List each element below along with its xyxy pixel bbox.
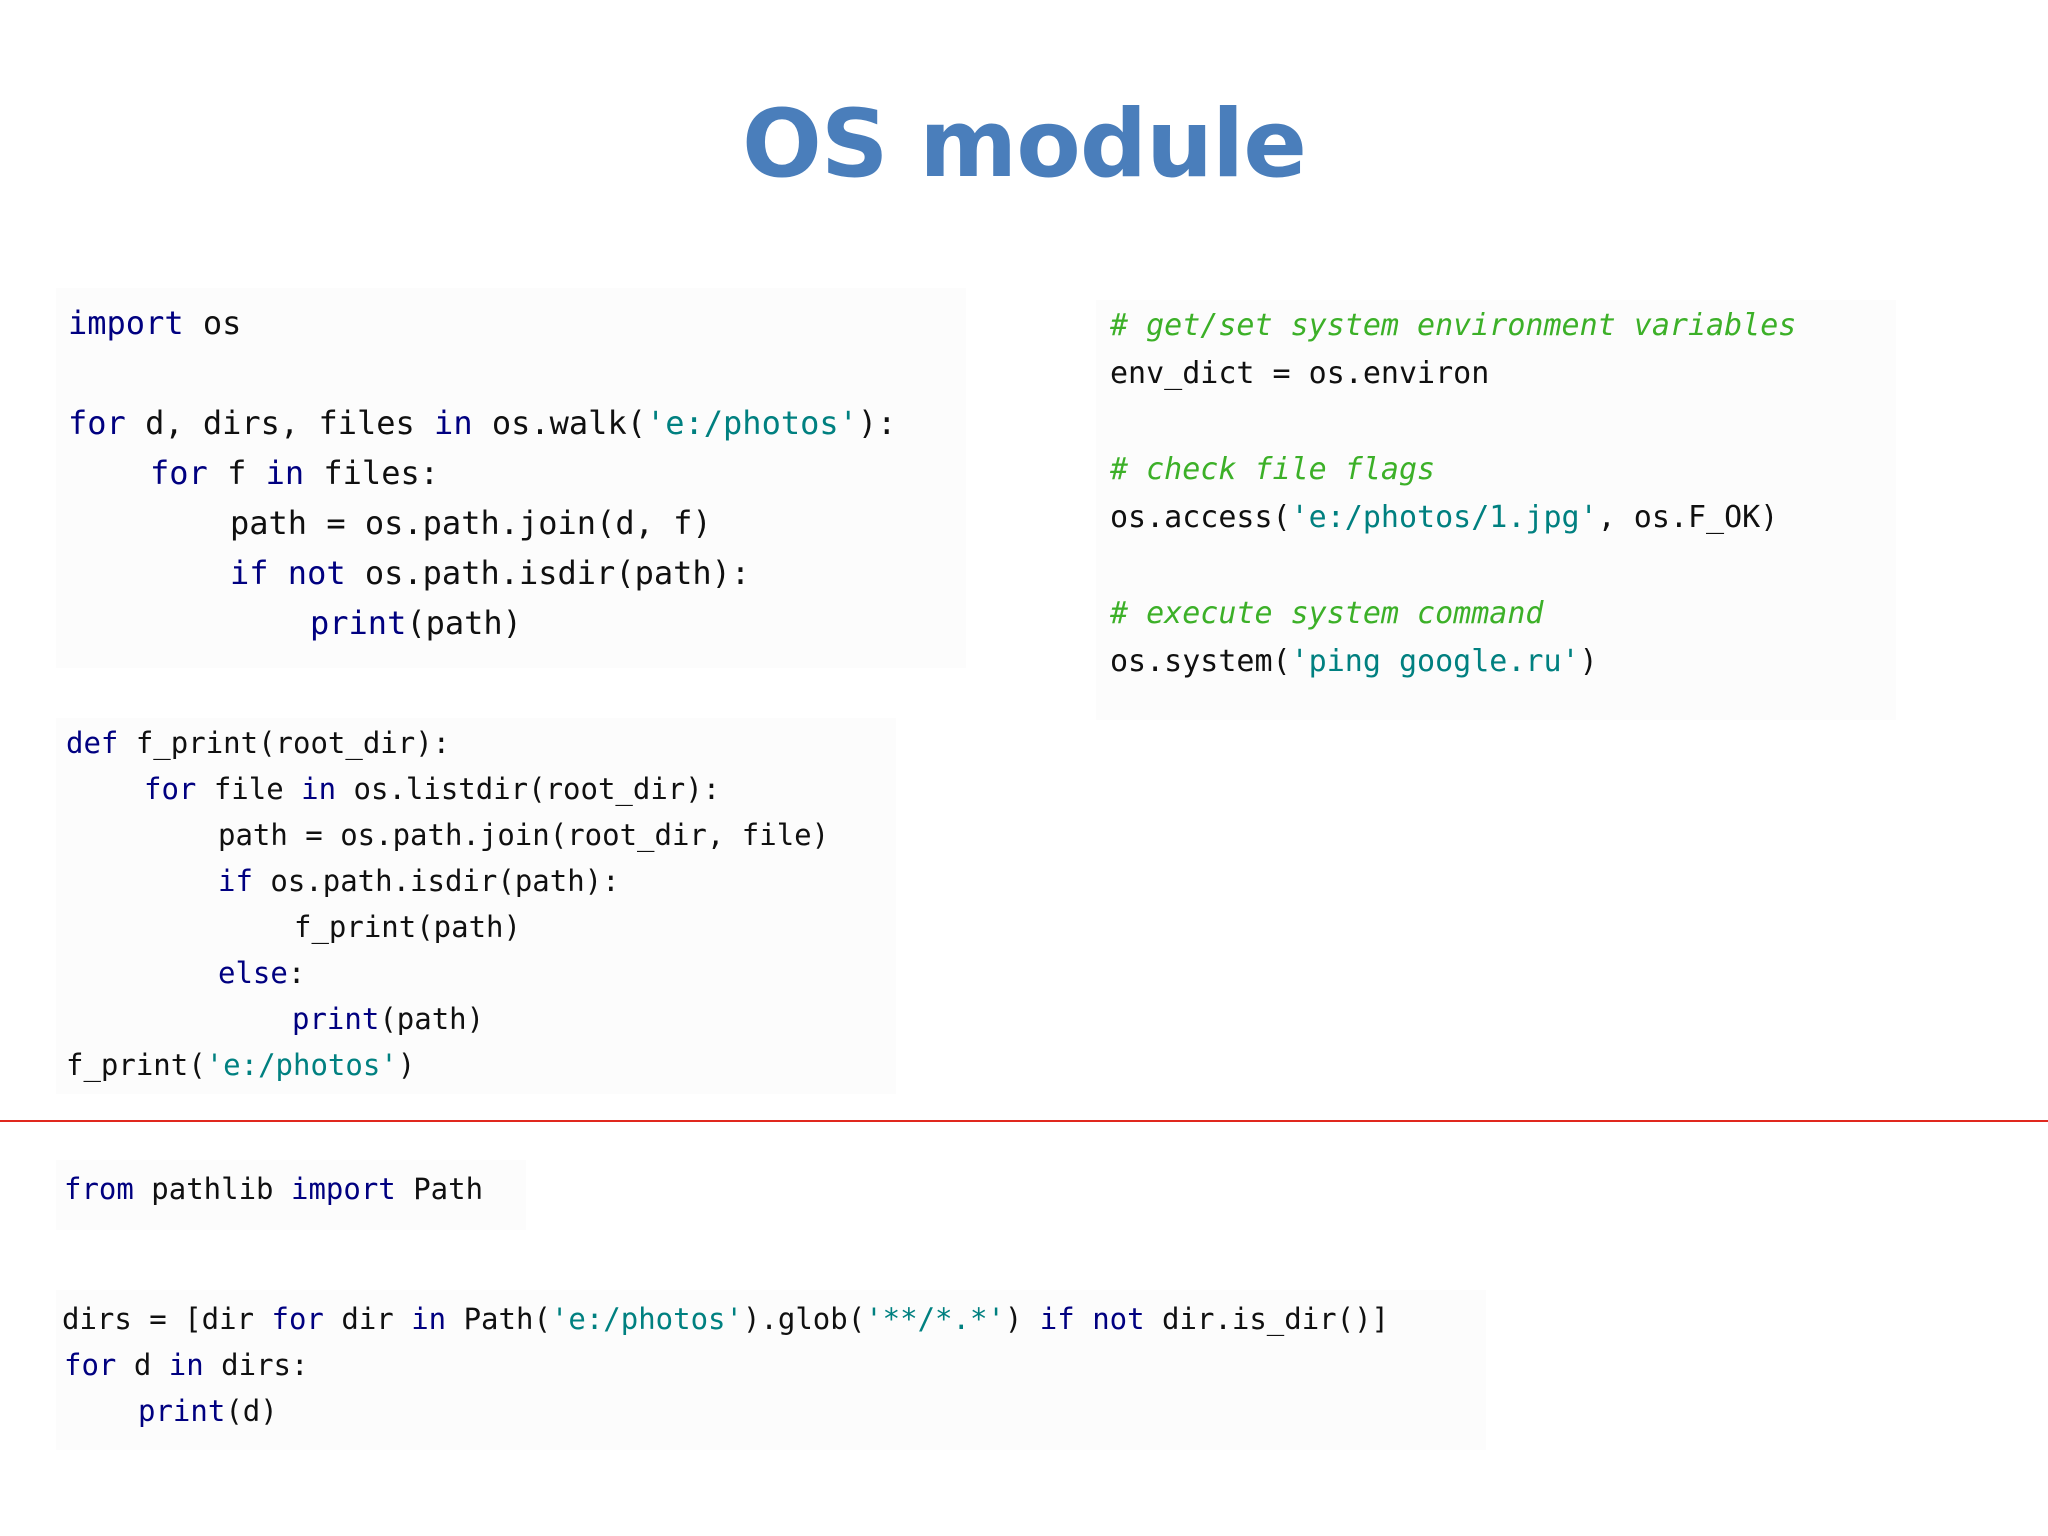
code-comment: # check file flags (1110, 452, 1436, 487)
keyword: if (1039, 1302, 1075, 1336)
code-text: f_print(root_dir): (118, 726, 451, 760)
code-line: for d, dirs, files in os.walk('e:/photos… (68, 404, 896, 442)
code-text: pathlib (133, 1172, 291, 1206)
code-line: from pathlib import Path (64, 1172, 483, 1206)
divider-line (0, 1120, 2048, 1122)
keyword: else (218, 956, 288, 990)
code-block-os-walk: import os for d, dirs, files in os.walk(… (56, 288, 966, 668)
code-block-pathlib-glob: dirs = [dir for dir in Path('e:/photos')… (56, 1290, 1486, 1450)
code-line: for file in os.listdir(root_dir): (144, 772, 720, 806)
code-block-os-functions: # get/set system environment variables e… (1096, 300, 1896, 720)
keyword: for (150, 454, 208, 492)
code-text: dirs: (203, 1348, 309, 1382)
keyword: print (138, 1394, 226, 1428)
code-line: def f_print(root_dir): (66, 726, 450, 760)
code-line: for d in dirs: (64, 1348, 308, 1382)
code-text: d, dirs, files (125, 404, 435, 442)
code-block-recursive-listdir: def f_print(root_dir): for file in os.li… (56, 718, 896, 1094)
code-text: Path( (446, 1302, 551, 1336)
code-text: Path (395, 1172, 484, 1206)
code-block-pathlib-import: from pathlib import Path (56, 1160, 526, 1230)
code-line: else: (218, 956, 305, 990)
code-text: os.path.isdir(path): (252, 864, 620, 898)
code-comment: # execute system command (1110, 596, 1544, 631)
keyword: from (64, 1172, 134, 1206)
keyword: for (144, 772, 197, 806)
code-line: path = os.path.join(root_dir, file) (218, 818, 830, 852)
code-text: ).glob( (742, 1302, 866, 1336)
code-text: os.system( (1110, 644, 1291, 679)
code-line: print(d) (138, 1394, 278, 1428)
string-literal: 'e:/photos' (205, 1048, 398, 1082)
code-line: if os.path.isdir(path): (218, 864, 620, 898)
code-text: (d) (225, 1394, 278, 1428)
keyword: for (68, 404, 126, 442)
code-text: dir (323, 1302, 412, 1336)
keyword: in (168, 1348, 204, 1382)
code-text: os.path.isdir(path): (345, 554, 751, 592)
code-text: : (287, 956, 306, 990)
keyword: not (1092, 1302, 1145, 1336)
code-line: os.system('ping google.ru') (1110, 644, 1598, 679)
code-text: ) (1004, 1302, 1040, 1336)
string-literal: 'e:/photos' (550, 1302, 743, 1336)
code-text: os.access( (1110, 500, 1291, 535)
keyword: import (68, 304, 184, 342)
code-line: dirs = [dir for dir in Path('e:/photos')… (62, 1302, 1389, 1336)
code-line: print(path) (292, 1002, 484, 1036)
code-text: (path) (406, 604, 522, 642)
code-line: import os (68, 304, 241, 342)
code-text: ) (397, 1048, 416, 1082)
string-literal: '**/*.*' (865, 1302, 1005, 1336)
keyword: for (271, 1302, 324, 1336)
code-line: env_dict = os.environ (1110, 356, 1490, 391)
code-line: print(path) (310, 604, 522, 642)
code-text: (path) (379, 1002, 485, 1036)
string-literal: 'e:/photos/1.jpg' (1290, 500, 1598, 535)
code-text: dir.is_dir()] (1144, 1302, 1390, 1336)
code-text: files: (304, 454, 439, 492)
slide-title: OS module (741, 90, 1307, 199)
keyword: for (64, 1348, 117, 1382)
code-line: f_print('e:/photos') (66, 1048, 415, 1082)
code-text: dirs = [dir (62, 1302, 272, 1336)
keyword: not (287, 554, 346, 592)
code-text: ) (1579, 644, 1598, 679)
code-text (1075, 1302, 1092, 1336)
code-text: os.walk( (472, 404, 646, 442)
code-text: os (183, 304, 242, 342)
code-text: file (196, 772, 302, 806)
code-line: if not os.path.isdir(path): (230, 554, 750, 592)
keyword: import (290, 1172, 396, 1206)
code-comment: # get/set system environment variables (1110, 308, 1797, 343)
code-line: path = os.path.join(d, f) (230, 504, 712, 542)
keyword: in (434, 404, 473, 442)
keyword: in (411, 1302, 447, 1336)
string-literal: 'ping google.ru' (1290, 644, 1580, 679)
keyword: in (301, 772, 337, 806)
string-literal: 'e:/photos' (645, 404, 858, 442)
code-text: , os.F_OK) (1597, 500, 1779, 535)
code-line: os.access('e:/photos/1.jpg', os.F_OK) (1110, 500, 1778, 535)
keyword: print (292, 1002, 380, 1036)
keyword: print (310, 604, 407, 642)
code-text: f (207, 454, 266, 492)
code-text: d (116, 1348, 169, 1382)
code-text: f_print( (66, 1048, 206, 1082)
keyword: if (218, 864, 253, 898)
code-text: ): (857, 404, 897, 442)
code-text: os.listdir(root_dir): (336, 772, 721, 806)
keyword: def (66, 726, 119, 760)
code-line: f_print(path) (294, 910, 521, 944)
keyword: if (230, 554, 269, 592)
code-line: for f in files: (150, 454, 439, 492)
keyword: in (265, 454, 305, 492)
